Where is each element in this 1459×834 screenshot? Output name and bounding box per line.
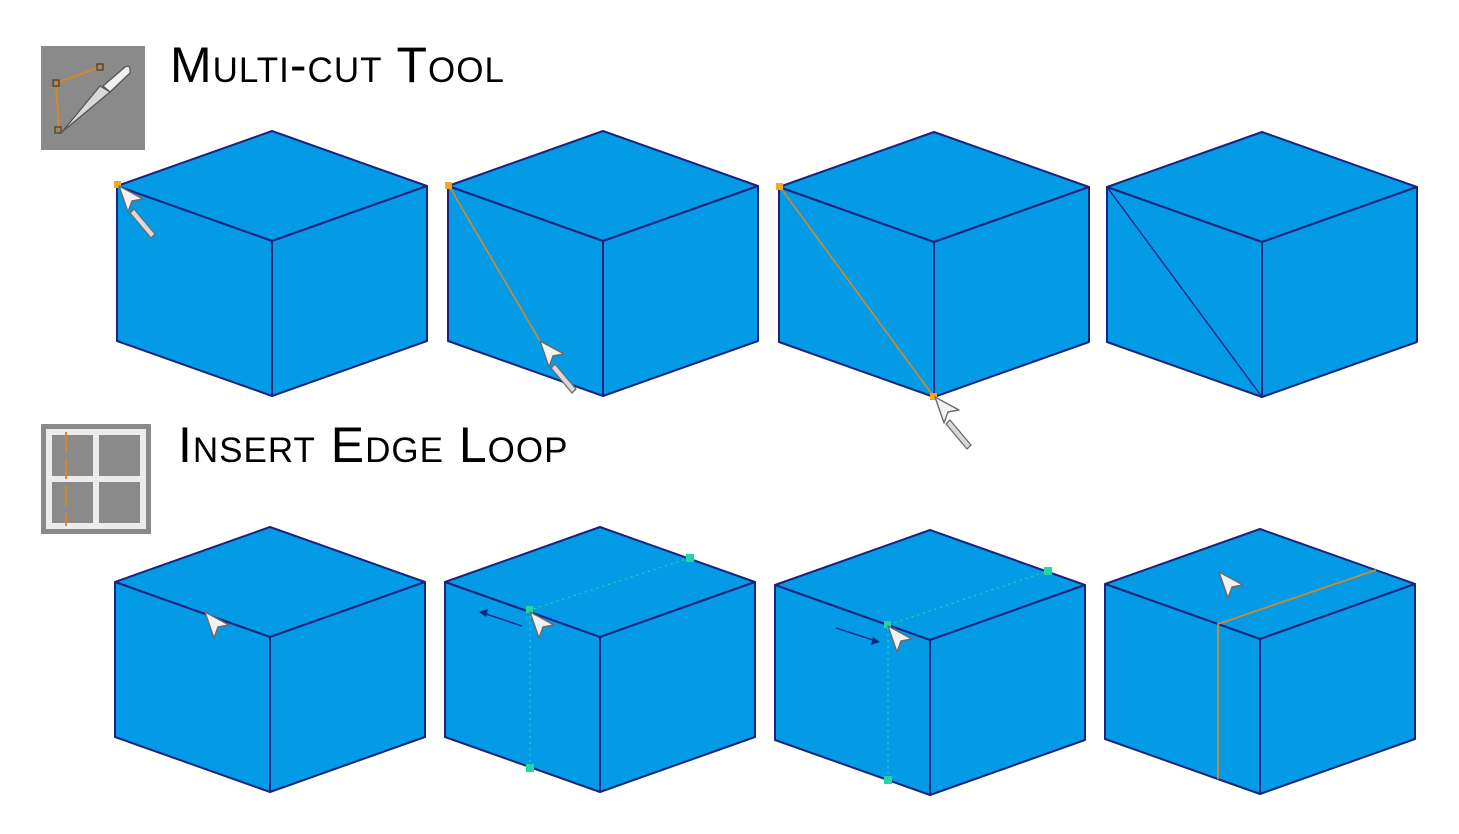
edgeloop-step-1-cube xyxy=(114,526,426,793)
multicut-step-2-cube xyxy=(445,130,759,397)
slide-right-arrow xyxy=(835,627,874,641)
multicut-step-4-cube xyxy=(1106,131,1418,398)
edgeloop-step-4-cube xyxy=(1104,528,1416,795)
cut-preview-line xyxy=(779,186,935,398)
cut-start-point xyxy=(445,182,452,189)
multicut-step-3-cube xyxy=(776,131,1090,450)
loop-endpoint xyxy=(884,776,892,784)
multicut-step-1-cube xyxy=(114,130,428,397)
loop-endpoint xyxy=(686,554,694,562)
cut-start-point xyxy=(114,181,121,188)
edge-loop-grid-icon xyxy=(41,424,151,534)
loop-endpoint xyxy=(526,606,533,613)
insert-edge-loop-title: Insert Edge Loop xyxy=(178,417,569,473)
loop-endpoint xyxy=(1044,567,1052,575)
loop-endpoint xyxy=(526,764,534,772)
slide-right-arrowhead xyxy=(871,637,880,645)
slide-left-arrowhead xyxy=(479,609,488,617)
inserted-edge-loop xyxy=(1217,569,1377,779)
multi-cut-knife-icon xyxy=(41,46,145,150)
multi-cut-title: Multi-cut Tool xyxy=(170,37,505,93)
new-cut-edge xyxy=(1106,186,1263,398)
cursor-icon xyxy=(934,396,972,450)
cut-end-point xyxy=(930,393,937,400)
edgeloop-step-3-cube xyxy=(774,529,1086,796)
cut-preview-line xyxy=(448,185,541,342)
edgeloop-step-2-cube xyxy=(444,526,756,793)
slide-left-arrow xyxy=(485,613,523,627)
loop-endpoint xyxy=(884,621,891,628)
cut-start-point xyxy=(776,183,783,190)
